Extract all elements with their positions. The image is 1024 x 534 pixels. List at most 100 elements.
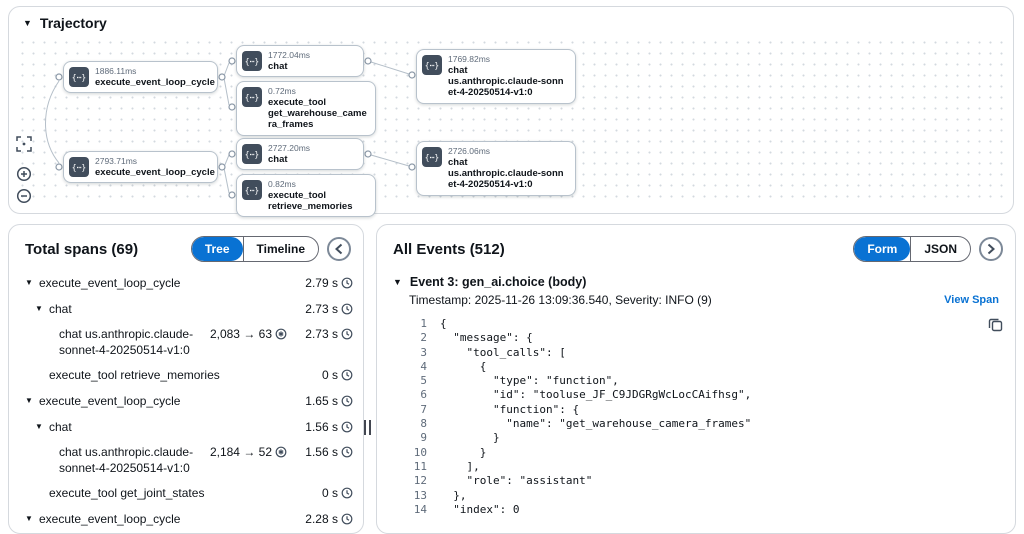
trajectory-panel: ▼ Trajectory {⋯} 1886.11ms e — [8, 6, 1014, 218]
line-number: 1 — [420, 317, 427, 330]
copy-button[interactable] — [988, 317, 1003, 332]
latency-icon — [341, 446, 353, 458]
toggle-form[interactable]: Form — [854, 237, 911, 261]
collapse-caret-icon[interactable]: ▼ — [23, 17, 32, 28]
code-line: } — [440, 445, 487, 459]
line-number: 13 — [413, 488, 427, 502]
zoom-in-button[interactable] — [15, 165, 33, 183]
braces-icon: {⋯} — [69, 67, 89, 87]
line-number: 10 — [413, 445, 427, 459]
trajectory-node[interactable]: {⋯} 0.72ms execute_tool get_warehouse_ca… — [236, 81, 376, 136]
trajectory-node[interactable]: {⋯} 2727.20ms chat — [236, 138, 364, 171]
code-line: "function": { — [440, 402, 580, 416]
span-label: chat — [49, 301, 72, 316]
span-duration: 0 s — [321, 486, 338, 501]
node-title: chat — [268, 153, 288, 165]
toggle-tree[interactable]: Tree — [191, 237, 243, 261]
trajectory-node[interactable]: {⋯} 0.82ms execute_tool retrieve_memorie… — [236, 174, 376, 218]
braces-icon: {⋯} — [242, 87, 262, 107]
code-line: }, — [440, 488, 467, 502]
events-panel-title: All Events (512) — [393, 240, 505, 258]
event-title: Event 3: gen_ai.choice (body) — [409, 275, 587, 289]
node-title: chat — [448, 156, 468, 168]
span-label: chat — [49, 419, 72, 434]
code-line: "id": "tooluse_JF_C9JDGRgWcLocCAifhsg", — [440, 388, 752, 402]
span-duration: 2.73 s — [305, 327, 338, 342]
zoom-in-icon — [16, 166, 32, 182]
fit-view-button[interactable] — [15, 135, 33, 153]
span-duration: 2.79 s — [305, 276, 338, 290]
event-caret-icon[interactable]: ▼ — [393, 276, 402, 287]
code-line: "name": "get_warehouse_camera_frames" — [440, 417, 752, 431]
span-tokens: 2,184 → 52 — [209, 445, 272, 460]
node-duration: 1886.11ms — [95, 66, 137, 76]
expand-panel-button[interactable] — [979, 237, 1003, 261]
node-subtitle: us.anthropic.claude-sonnet-4-20250514-v1… — [448, 168, 564, 191]
toggle-timeline[interactable]: Timeline — [242, 237, 318, 261]
caret-down-icon[interactable]: ▼ — [35, 421, 43, 431]
node-duration: 1769.82ms — [448, 54, 491, 64]
span-row[interactable]: ▼ execute_event_loop_cycle 2.28 s — [25, 507, 353, 533]
span-row[interactable]: execute_tool retrieve_memories 0 s — [25, 363, 353, 389]
braces-icon: {⋯} — [242, 144, 262, 164]
node-duration: 2726.06ms — [448, 146, 491, 156]
span-row[interactable]: execute_tool get_joint_states 0 s — [25, 481, 353, 507]
span-label: execute_event_loop_cycle — [39, 276, 181, 290]
events-view-toggle: Form JSON — [853, 236, 971, 262]
caret-down-icon[interactable]: ▼ — [25, 278, 33, 287]
node-title: chat — [448, 64, 468, 76]
code-line: "type": "function", — [440, 374, 619, 388]
zoom-out-icon — [16, 188, 32, 204]
trajectory-node[interactable]: {⋯} 1772.04ms chat — [236, 45, 364, 78]
panel-resize-handle[interactable] — [364, 420, 372, 435]
line-number: 9 — [420, 431, 427, 445]
span-duration: 0 s — [321, 368, 338, 383]
chevron-left-icon — [335, 243, 343, 255]
latency-icon — [341, 421, 353, 433]
code-line: } — [440, 431, 500, 445]
code-line: "role": "assistant" — [440, 474, 593, 488]
span-tree: ▼ execute_event_loop_cycle 2.79 s ▼ chat… — [9, 271, 363, 533]
trajectory-node[interactable]: {⋯} 1769.82ms chat us.anthropic.claude-s… — [416, 49, 576, 104]
span-label: execute_event_loop_cycle — [39, 393, 181, 408]
span-row[interactable]: ▼ execute_event_loop_cycle 2.79 s — [25, 271, 353, 297]
span-duration: 1.65 s — [305, 393, 338, 408]
line-number: 3 — [420, 345, 427, 359]
node-subtitle: us.anthropic.claude-sonnet-4-20250514-v1… — [448, 76, 564, 99]
span-row[interactable]: ▼ execute_event_loop_cycle 1.65 s — [25, 389, 353, 415]
events-panel: All Events (512) Form JSON ▼ Event 3: ge… — [376, 224, 1016, 534]
trajectory-header: ▼ Trajectory — [9, 7, 1013, 33]
braces-icon: {⋯} — [422, 147, 442, 167]
node-title: execute_tool — [268, 189, 327, 201]
code-line: "index": 0 — [440, 502, 520, 516]
latency-icon — [341, 303, 353, 315]
toggle-json[interactable]: JSON — [910, 237, 970, 261]
span-row[interactable]: chat us.anthropic.claude-sonnet-4-202505… — [25, 440, 353, 481]
line-number: 5 — [420, 374, 427, 388]
copy-icon — [988, 318, 1003, 332]
span-row[interactable]: ▼ chat 2.73 s — [25, 297, 353, 323]
tokens-icon — [275, 328, 287, 340]
view-span-link[interactable]: View Span — [944, 294, 999, 306]
code-line: { — [440, 317, 447, 330]
span-row[interactable]: ▼ chat 1.56 s — [25, 415, 353, 441]
zoom-out-button[interactable] — [15, 187, 33, 205]
trajectory-node[interactable]: {⋯} 2793.71ms execute_event_loop_cycle — [63, 151, 218, 184]
latency-icon — [341, 395, 353, 407]
braces-icon: {⋯} — [242, 180, 262, 200]
caret-down-icon[interactable]: ▼ — [25, 513, 33, 523]
line-number: 7 — [420, 402, 427, 416]
caret-down-icon[interactable]: ▼ — [25, 395, 33, 405]
collapse-panel-button[interactable] — [327, 237, 351, 261]
span-tokens: 2,083 → 63 — [209, 327, 272, 342]
span-label: chat us.anthropic.claude-sonnet-4-202505… — [59, 327, 194, 357]
trajectory-graph-canvas[interactable]: {⋯} 1886.11ms execute_event_loop_cycle {… — [17, 37, 1005, 218]
span-duration: 2.73 s — [305, 301, 338, 316]
trajectory-node[interactable]: {⋯} 2726.06ms chat us.anthropic.claude-s… — [416, 141, 576, 196]
trajectory-node[interactable]: {⋯} 1886.11ms execute_event_loop_cycle — [63, 61, 218, 94]
span-row[interactable]: chat us.anthropic.claude-sonnet-4-202505… — [25, 322, 353, 363]
trajectory-title: Trajectory — [39, 15, 107, 31]
spans-view-toggle: Tree Timeline — [190, 236, 319, 262]
caret-down-icon[interactable]: ▼ — [35, 303, 43, 313]
span-duration: 1.56 s — [305, 445, 338, 460]
